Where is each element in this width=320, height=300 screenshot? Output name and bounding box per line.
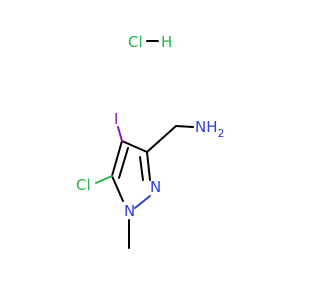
bond-n2-n1 xyxy=(134,195,151,209)
amine-nh: NH xyxy=(195,118,218,136)
bond-c3-n2 xyxy=(146,151,151,181)
salt-hydrogen-label: H xyxy=(161,33,172,51)
atom-labels: I Cl N N NH2 xyxy=(76,110,225,220)
bond-c4-c3 xyxy=(121,140,148,153)
bond-c4-c5 xyxy=(111,140,123,177)
bond-c5-n1 xyxy=(111,175,124,202)
molecule-structure: Cl H I Cl N N NH2 xyxy=(76,33,225,249)
bond-c4-i xyxy=(117,126,123,142)
ring-n1-label: N xyxy=(124,202,135,220)
bond-c3-n2-double xyxy=(139,156,144,181)
hcl-salt: Cl H xyxy=(128,33,172,51)
amine-subscript: 2 xyxy=(218,127,225,140)
chlorine-label: Cl xyxy=(76,176,91,194)
iodine-label: I xyxy=(114,110,118,128)
bonds xyxy=(95,125,194,249)
bond-c3-ch2 xyxy=(146,125,177,153)
ring-n2-label: N xyxy=(150,178,161,196)
salt-chlorine-label: Cl xyxy=(128,33,143,51)
amine-label: NH2 xyxy=(195,118,225,140)
bond-c5-cl xyxy=(95,175,113,184)
bond-ch2-nh2 xyxy=(175,125,194,128)
bond-c4-c5-double xyxy=(118,147,129,179)
